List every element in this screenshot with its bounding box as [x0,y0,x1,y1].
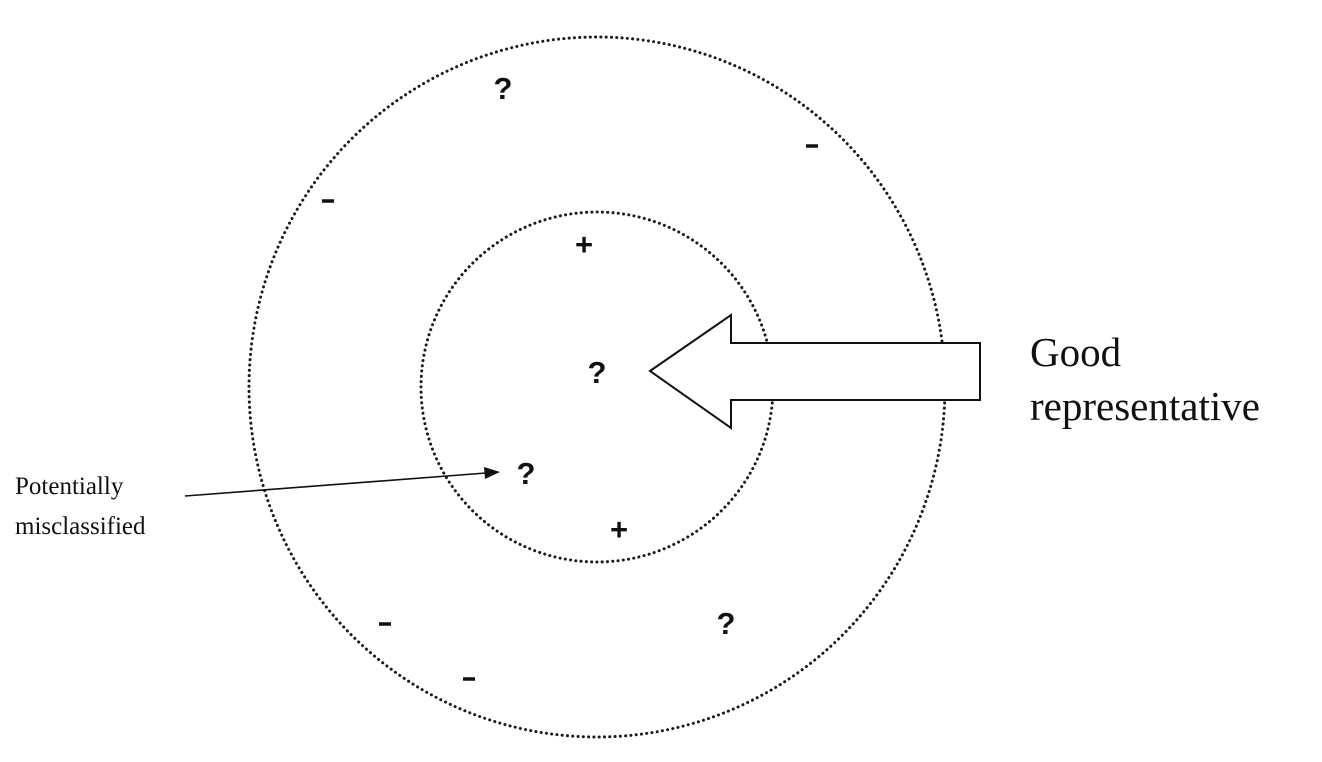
minus-outer-bottom-left: - [379,622,391,626]
minus-outer-bottom: - [463,677,475,681]
potentially-misclassified-label-line2: misclassified [15,513,146,540]
plus-inner-top: + [575,227,593,262]
question-center: ? [588,355,607,390]
good-representative-label-line1: Good [1030,329,1121,375]
minus-outer-top-right: - [806,144,818,148]
good-representative-arrow [648,313,981,430]
question-outer-top: ? [494,71,513,106]
question-outer-bottom-right: ? [717,606,736,641]
plus-inner-bottom: + [610,512,628,547]
misclassified-pointer-head [484,467,500,479]
good-representative-label-line2: representative [1030,383,1260,429]
misclassified-pointer-line [184,472,487,497]
minus-outer-left: - [322,199,334,203]
question-misclassified: ? [517,456,536,491]
potentially-misclassified-label-line1: Potentially [15,473,124,500]
